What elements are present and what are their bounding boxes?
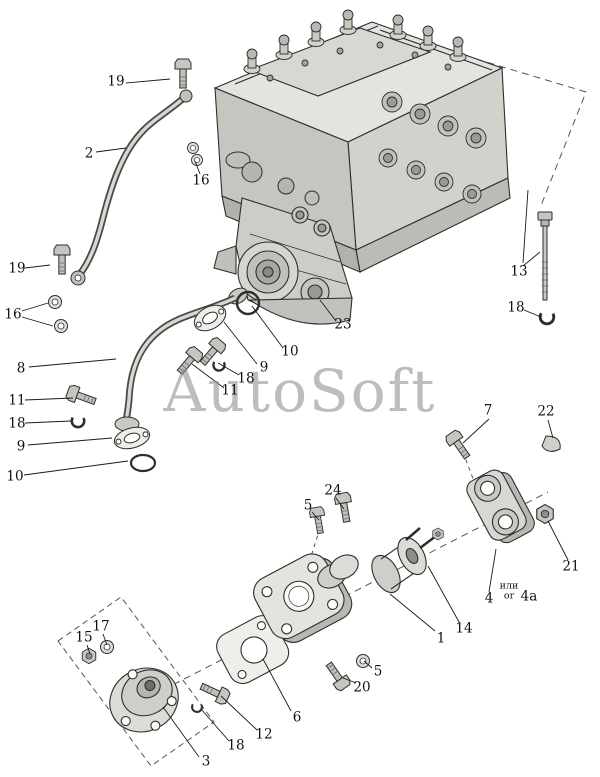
banjo-bolt-19-top	[174, 58, 192, 89]
callout-9-mid: 9	[259, 359, 269, 376]
washer-5-bottom	[356, 654, 370, 668]
callout-alt-or: или or	[499, 580, 519, 603]
callout-19-top: 19	[107, 73, 125, 90]
callout-8: 8	[16, 360, 26, 377]
callout-13: 13	[510, 263, 528, 280]
callout-22: 22	[537, 403, 555, 420]
callout-6: 6	[292, 709, 302, 726]
bolt-11-left	[64, 383, 99, 410]
callout-16-left: 16	[4, 306, 22, 323]
bolt-7	[443, 428, 475, 463]
callout-2: 2	[84, 145, 94, 162]
drive-housing-3	[109, 667, 179, 733]
coupling-14	[317, 527, 444, 594]
bolt-12	[197, 678, 232, 707]
bolt-20	[321, 658, 353, 693]
callout-9-left: 9	[16, 438, 26, 455]
bracket-4	[466, 469, 535, 544]
callout-10-mid: 10	[281, 343, 299, 360]
alt-word-ru: или	[499, 580, 519, 592]
callout-1: 1	[436, 630, 446, 647]
washers-16-left	[48, 295, 68, 333]
callout-15: 15	[75, 629, 93, 646]
ring-10-upper	[235, 290, 261, 316]
engine-side-plugs	[378, 91, 487, 204]
leader-lines	[21, 78, 569, 758]
lock-washer-18-right	[538, 311, 556, 326]
lock-washer-18-left	[70, 416, 86, 429]
fuel-pipe-2	[70, 89, 193, 286]
callout-16-top: 16	[192, 172, 210, 189]
callout-18-mid: 18	[237, 370, 255, 387]
callout-11-mid: 11	[221, 382, 239, 399]
banjo-bolt-19-left	[53, 244, 71, 275]
callout-18-right: 18	[507, 299, 525, 316]
callout-20: 20	[353, 679, 371, 696]
gasket-6	[216, 615, 290, 685]
injectors	[243, 9, 467, 82]
callout-10-left: 10	[6, 468, 24, 485]
callout-12: 12	[255, 726, 273, 743]
callout-19-left: 19	[8, 260, 26, 277]
callout-21: 21	[562, 558, 580, 575]
washer-17	[100, 640, 114, 654]
callout-5-bottom: 5	[373, 663, 383, 680]
gasket-9-upper	[193, 304, 227, 332]
nut-21	[536, 503, 554, 525]
lock-washer-18-bottom	[190, 703, 203, 714]
gasket-9-lower	[113, 426, 151, 450]
callout-14: 14	[455, 620, 473, 637]
callout-3: 3	[201, 753, 211, 770]
callout-4: 4	[484, 590, 494, 607]
callout-7: 7	[483, 402, 493, 419]
engine-front-details	[225, 151, 320, 206]
alt-word-en: or	[503, 591, 515, 602]
callout-18-bottom: 18	[227, 737, 245, 754]
callout-23: 23	[334, 316, 352, 333]
callout-5-top: 5	[303, 497, 313, 514]
callout-4a: 4a	[520, 588, 538, 605]
callout-17: 17	[92, 618, 110, 635]
callout-24: 24	[324, 482, 342, 499]
injection-pump-23	[213, 197, 353, 325]
fuel-pipe-8	[114, 287, 248, 432]
bolt-13	[537, 211, 553, 301]
wedge-22	[541, 435, 561, 452]
ring-10-lower	[129, 453, 157, 473]
callout-18-left: 18	[8, 415, 26, 432]
callout-11-left: 11	[8, 392, 26, 409]
